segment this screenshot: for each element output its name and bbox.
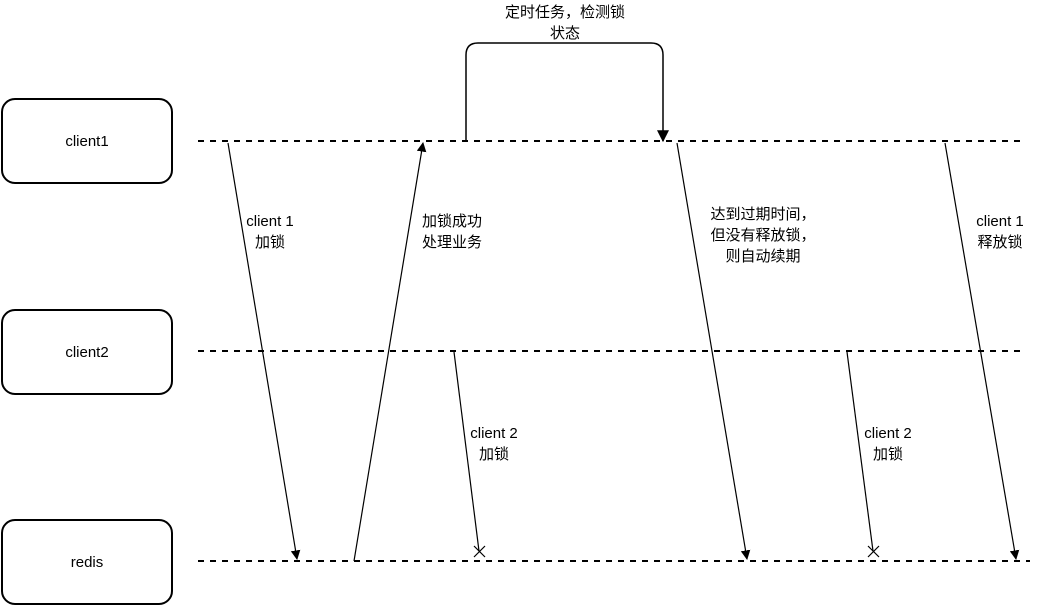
reject-x-icon	[867, 545, 880, 558]
message-label-c1-lock: client 1 加锁	[246, 213, 294, 251]
timer-label: 定时任务，检测锁 状态	[504, 4, 625, 42]
actor-label: client2	[65, 343, 109, 361]
message-label-auto-renew: 达到过期时间， 但没有释放锁， 则自动续期	[710, 206, 816, 265]
message-label-lock-success: 加锁成功 处理业务	[421, 213, 482, 251]
actor-label: client1	[65, 132, 109, 150]
c1-release-arrow	[944, 142, 1020, 560]
reject-x-icon	[473, 545, 486, 558]
actor-client1: client1	[1, 98, 173, 184]
auto-renew-arrow	[676, 142, 751, 560]
c1-lock-arrow	[227, 142, 301, 560]
message-label-c1-release: client 1 释放锁	[976, 213, 1024, 251]
actor-redis: redis	[1, 519, 173, 605]
c2-lock-2-line	[846, 351, 874, 552]
lock-success-arrow	[353, 142, 427, 562]
c2-lock-1-line	[453, 351, 480, 552]
actor-label: redis	[70, 553, 104, 571]
actor-client2: client2	[1, 309, 173, 395]
message-label-c2-lock-1: client 2 加锁	[470, 425, 518, 463]
message-label-c2-lock-2: client 2 加锁	[864, 425, 912, 463]
timer-loop-arrow	[465, 42, 669, 143]
